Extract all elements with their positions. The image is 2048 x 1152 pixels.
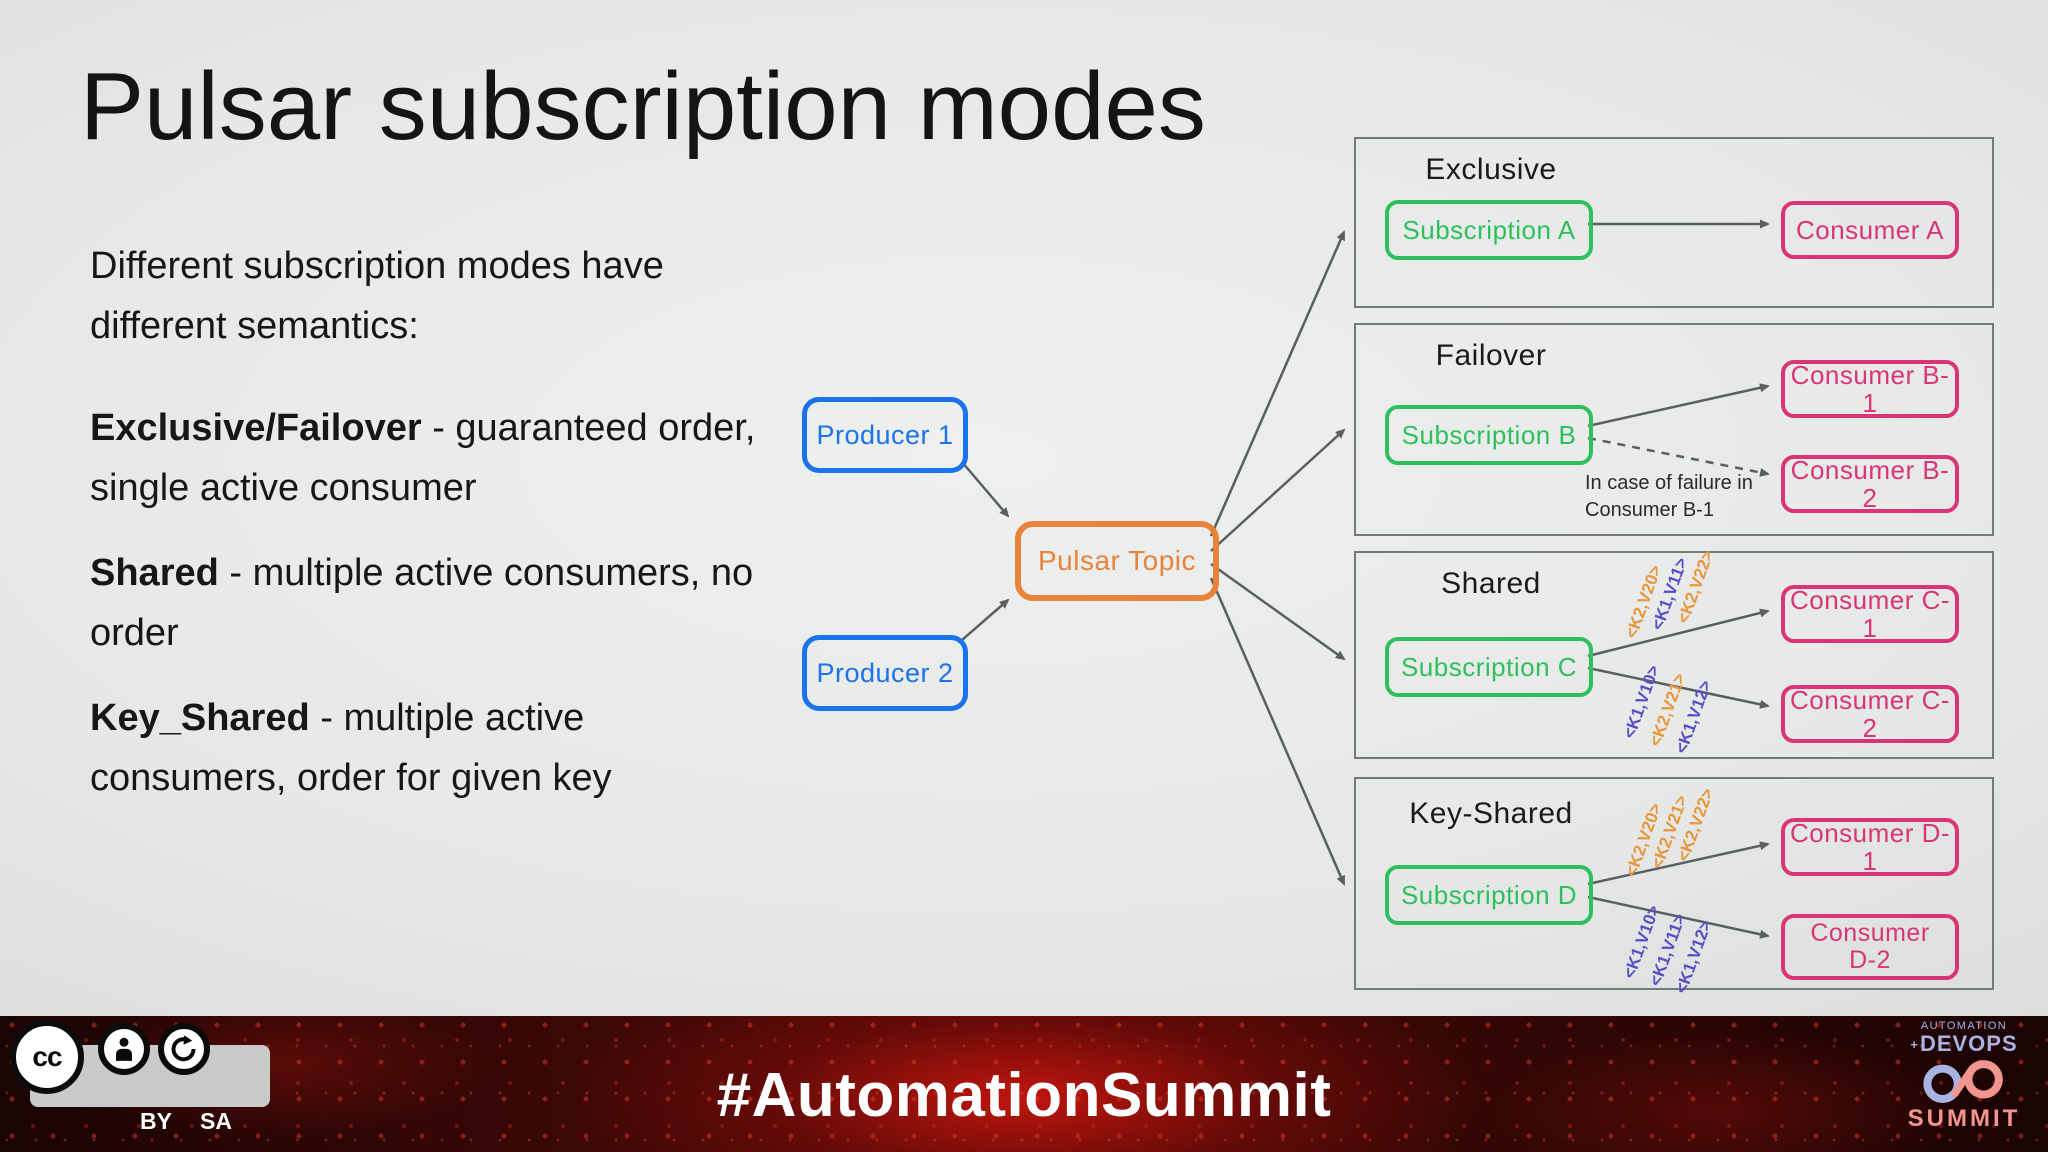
bullet-tail: - guaranteed order, xyxy=(421,407,756,449)
bullet-exclusive-failover: Exclusive/Failover - guaranteed order, s… xyxy=(90,398,755,518)
group-title: Failover xyxy=(1435,339,1547,372)
subscription-d-node: Subscription D xyxy=(1385,865,1593,925)
bullet-line-2: order xyxy=(90,612,179,654)
arrow-topic-shared xyxy=(1210,562,1346,661)
cc-icon: cc xyxy=(10,1020,84,1094)
bullet-term: Exclusive/Failover xyxy=(90,407,422,449)
producer-2-node: Producer 2 xyxy=(802,635,968,711)
consumer-a-node: Consumer A xyxy=(1781,201,1959,259)
cc-by-person-icon xyxy=(98,1023,150,1075)
group-title: Shared xyxy=(1441,567,1541,600)
bullet-term: Key_Shared xyxy=(90,697,310,739)
failover-note: In case of failure in Consumer B-1 xyxy=(1585,472,1753,521)
arrow-topic-exclusive xyxy=(1209,230,1346,537)
bullet-tail: - multiple active consumers, no xyxy=(218,552,754,594)
cc-by-label: BY xyxy=(140,1108,172,1134)
consumer-d1-node: Consumer D-1 xyxy=(1781,818,1959,876)
pulsar-topic-node: Pulsar Topic xyxy=(1015,521,1219,601)
intro-text: Different subscription modes have differ… xyxy=(90,236,664,356)
subscription-a-node: Subscription A xyxy=(1385,200,1593,260)
logo-devops-text: DEVOPS xyxy=(1919,1031,2018,1056)
group-failover: Failover Subscription B Consumer B-1 Con… xyxy=(1354,323,1994,536)
bullet-tail: - multiple active xyxy=(309,697,585,739)
group-title: Key-Shared xyxy=(1409,797,1573,830)
arrow-topic-keyshared xyxy=(1209,577,1346,886)
intro-line-1: Different subscription modes have xyxy=(90,245,664,287)
group-exclusive: Exclusive Subscription A Consumer A xyxy=(1354,137,1994,308)
logo-automation-text: AUTOMATION xyxy=(1920,1020,2008,1032)
consumer-c2-node: Consumer C-2 xyxy=(1781,685,1959,743)
arrow-producer1-topic xyxy=(961,461,1010,518)
arrow-topic-failover xyxy=(1210,428,1346,552)
producer-1-node: Producer 1 xyxy=(802,397,968,473)
bullet-key-shared: Key_Shared - multiple active consumers, … xyxy=(90,688,612,808)
group-title: Exclusive xyxy=(1425,153,1557,186)
hashtag-text: #AutomationSummit xyxy=(716,1061,1332,1130)
consumer-d2-node: Consumer D-2 xyxy=(1781,914,1959,980)
bullet-shared: Shared - multiple active consumers, no o… xyxy=(90,543,753,663)
page-title: Pulsar subscription modes xyxy=(80,53,1206,160)
cc-sa-label: SA xyxy=(200,1108,232,1134)
group-shared: Shared Subscription C Consumer C-1 Consu… xyxy=(1354,548,1994,759)
bullet-line-2: consumers, order for given key xyxy=(90,757,612,799)
consumer-c1-node: Consumer C-1 xyxy=(1781,585,1959,643)
automation-devops-summit-logo: AUTOMATION + DEVOPS SUMMIT xyxy=(1896,1020,2032,1133)
subscription-b-node: Subscription B xyxy=(1385,405,1593,465)
subscription-c-node: Subscription C xyxy=(1385,637,1593,697)
footer-bar: #AutomationSummit cc BY SA AUTOMATION + … xyxy=(0,1016,2048,1152)
logo-summit-text: SUMMIT xyxy=(1907,1105,2021,1132)
logo-plus-sign: + xyxy=(1910,1036,1918,1052)
intro-line-2: different semantics: xyxy=(90,305,419,347)
arrow-producer2-topic xyxy=(961,598,1010,641)
bullet-line-2: single active consumer xyxy=(90,467,477,509)
bullet-term: Shared xyxy=(90,552,219,594)
cc-sa-arrow-icon xyxy=(158,1023,210,1075)
group-key-shared: Key-Shared Subscription D Consumer D-1 C… xyxy=(1354,777,1994,996)
consumer-b1-node: Consumer B-1 xyxy=(1781,360,1959,418)
consumer-b2-node: Consumer B-2 xyxy=(1781,455,1959,513)
infinity-gear-icon xyxy=(1923,1060,2003,1103)
